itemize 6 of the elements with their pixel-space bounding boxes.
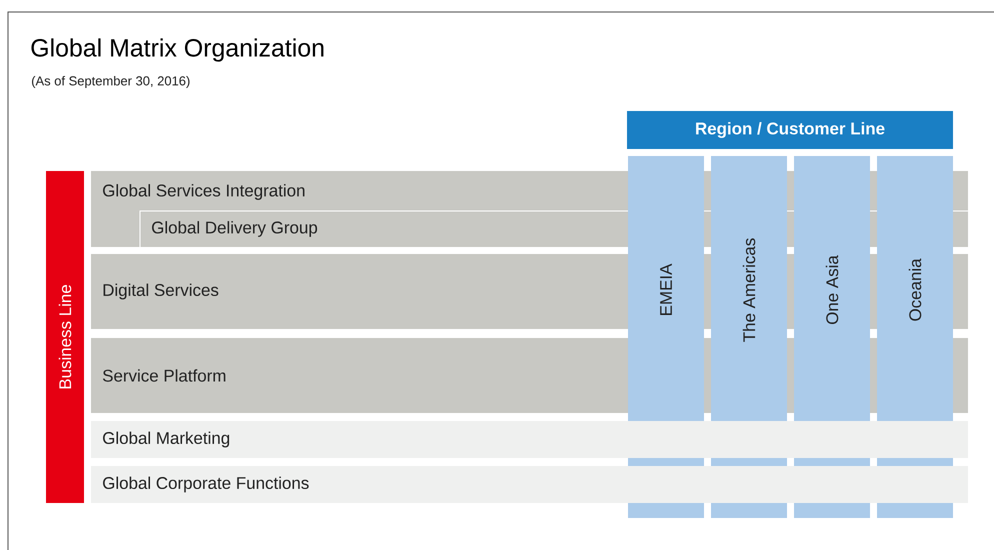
row-band: Global Marketing — [91, 421, 968, 458]
header-bar: Region / Customer Line — [627, 111, 953, 149]
title: Global Matrix Organization — [31, 38, 324, 62]
side-bar: Business Line — [46, 171, 84, 503]
row-band: Global Corporate Functions — [91, 466, 968, 503]
subtitle: (As of September 30, 2016) — [32, 76, 190, 88]
